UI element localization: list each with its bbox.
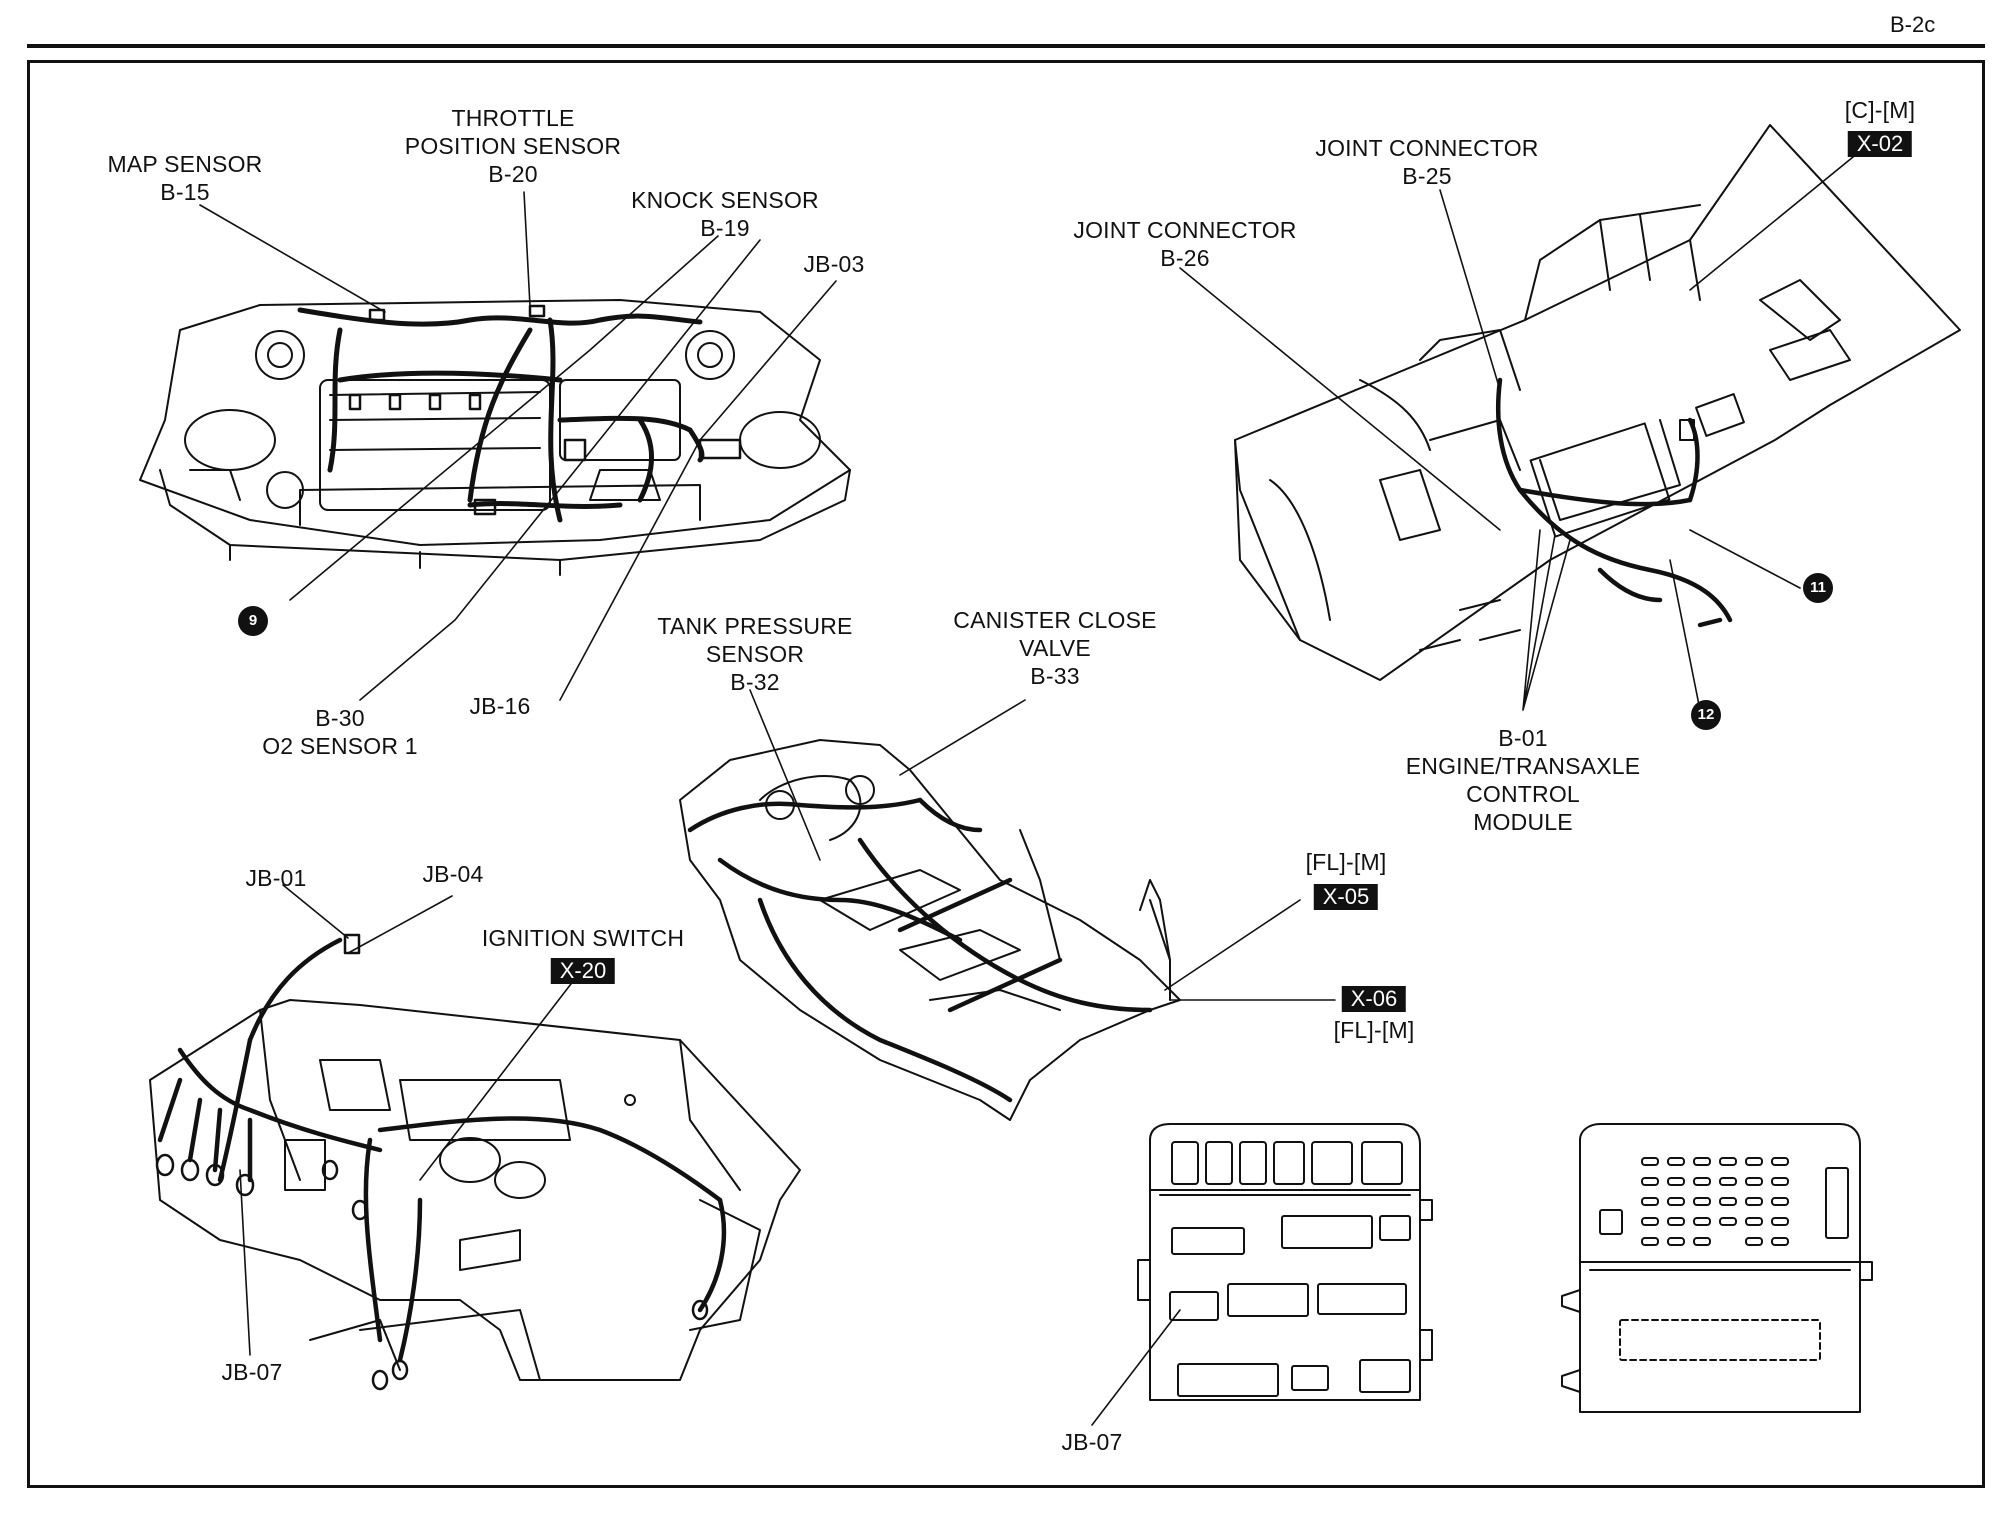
instrument-panel-drawing: [149, 999, 801, 1381]
marker-9: 9: [238, 606, 268, 636]
diagram-frame: [27, 60, 1985, 1488]
panel-connectors: [155, 933, 709, 1391]
label-jb-03: JB-03: [803, 251, 865, 277]
junction-box-rear: [1561, 1123, 1873, 1413]
engine-connectors: [348, 304, 742, 516]
engine-compartment-drawing: [139, 299, 851, 576]
label-jb-01: JB-01: [245, 865, 307, 891]
marker-12: 12: [1691, 700, 1721, 730]
label-jb-04: JB-04: [422, 861, 484, 887]
label-jb-16: JB-16: [469, 693, 531, 719]
page-id: B-2c: [1890, 12, 1936, 37]
label-fl-m-bottom: [FL]-[M]: [1333, 1017, 1415, 1043]
engine-harness: [297, 307, 705, 523]
junction-box-front: [1137, 1123, 1433, 1401]
tag-x-20: X-20: [550, 958, 616, 984]
marker-11: 11: [1803, 573, 1833, 603]
label-fl-m-top: [FL]-[M]: [1305, 849, 1387, 875]
tag-x-05: X-05: [1313, 884, 1379, 910]
label-jb-07-panel: JB-07: [221, 1359, 283, 1385]
floor-harness: [687, 797, 1153, 1103]
label-ignition-switch: IGNITION SWITCH: [481, 925, 685, 951]
firewall-drawing: [1234, 124, 1961, 681]
floor-body-drawing: [679, 739, 1181, 1121]
ecm-harness: [1495, 377, 1733, 628]
panel-harness: [157, 937, 727, 1363]
junction-box-rear-slots: [1641, 1157, 1789, 1246]
tag-x-06: X-06: [1341, 986, 1407, 1012]
leader-lines: [199, 134, 1881, 1426]
label-jb-07-junction-box: JB-07: [1061, 1429, 1123, 1455]
tag-x-02: X-02: [1847, 131, 1913, 157]
top-rule: [27, 44, 1985, 48]
label-cm-connector: [C]-[M]: [1844, 97, 1916, 123]
